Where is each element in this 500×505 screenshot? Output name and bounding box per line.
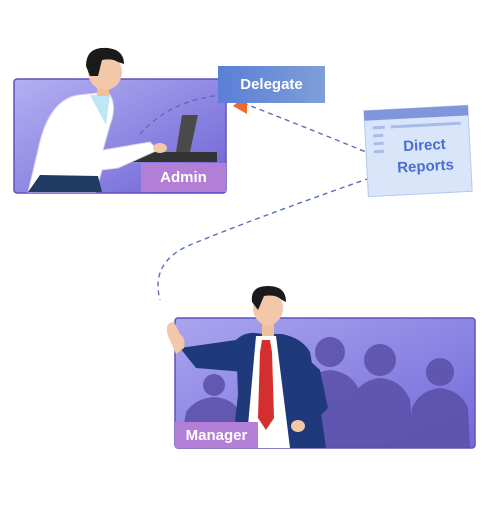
direct-reports-label: Direct Reports <box>379 133 471 180</box>
admin-label: Admin <box>141 163 226 192</box>
manager-label: Manager <box>175 422 258 448</box>
admin-person-illustration <box>27 47 217 193</box>
document-icon <box>363 104 473 198</box>
delegate-button[interactable]: Delegate <box>218 66 325 103</box>
connector-lines <box>139 94 371 301</box>
manager-person-illustration <box>166 286 328 448</box>
